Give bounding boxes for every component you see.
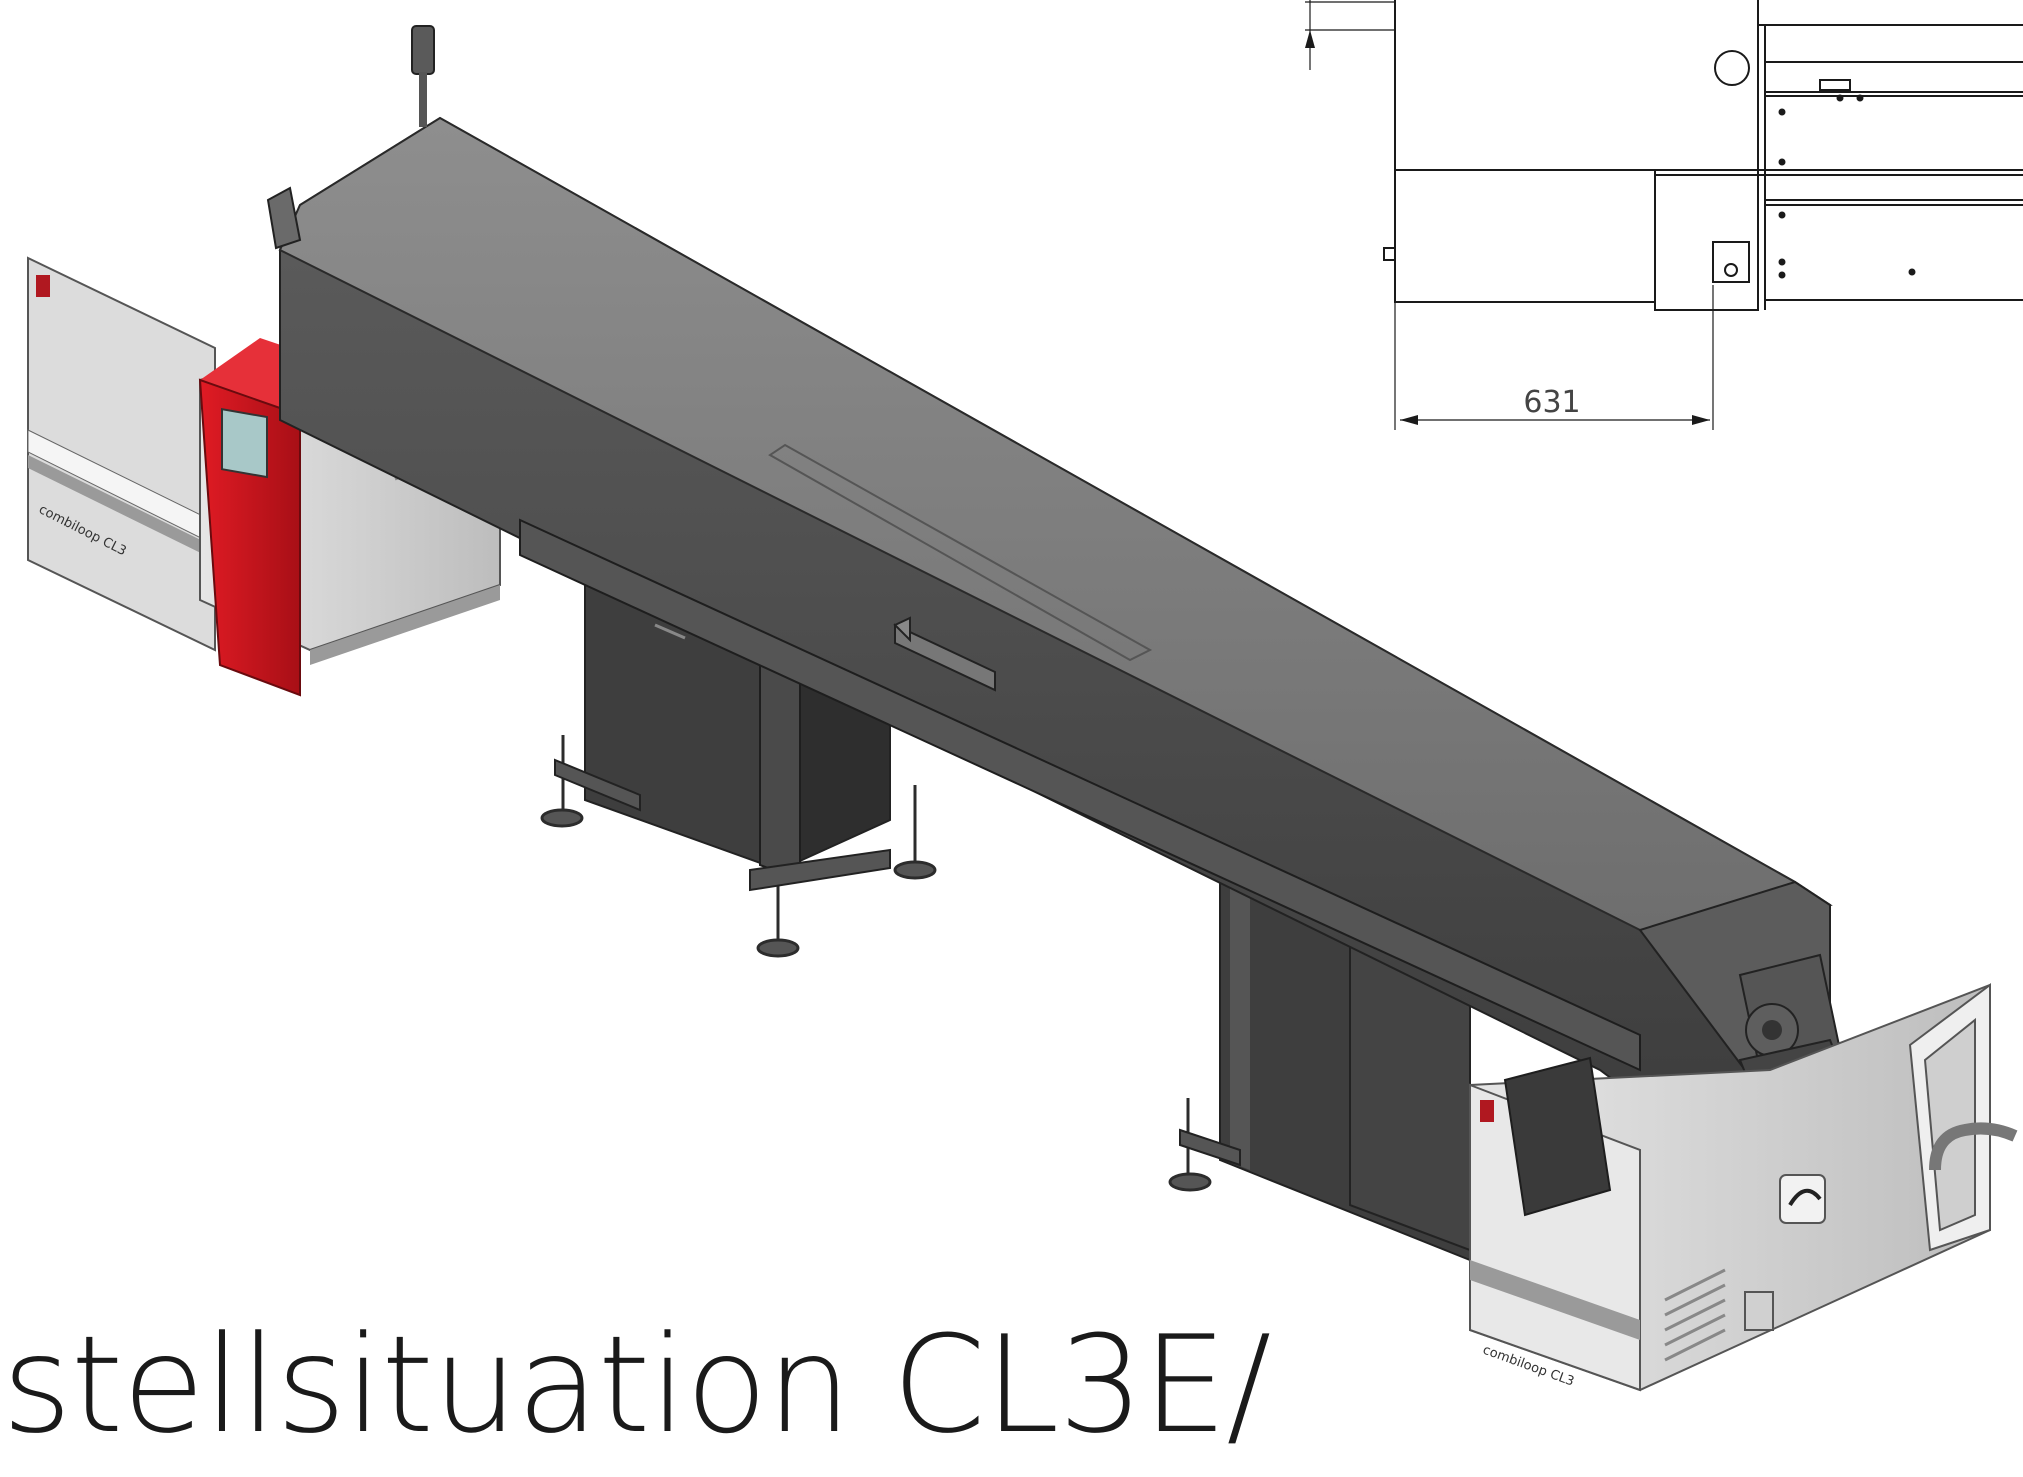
- right-unit: [1469, 983, 2018, 1392]
- bar-loader-body: [266, 25, 1842, 1102]
- technical-drawing: [1305, 0, 2023, 430]
- dimension-label: 631: [1523, 385, 1580, 420]
- caption: stellsituation CL3E/: [2, 1307, 1271, 1463]
